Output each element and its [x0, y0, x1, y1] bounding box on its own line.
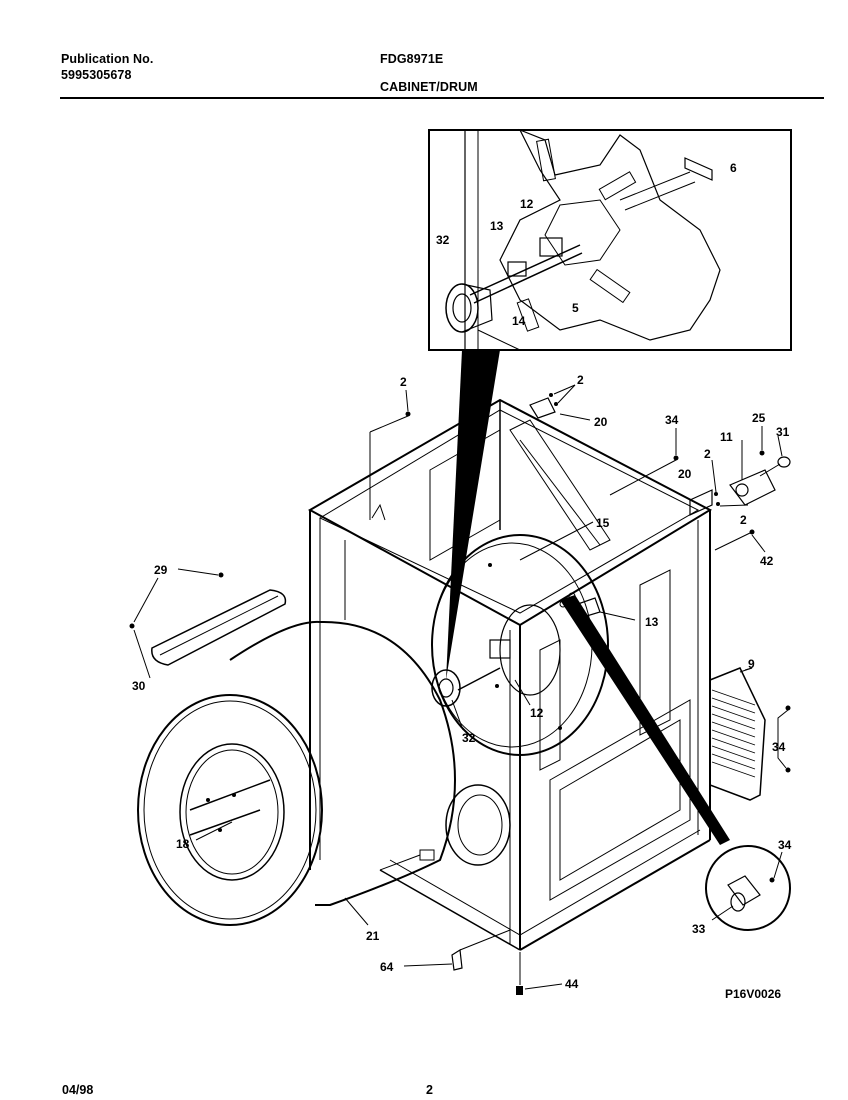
callout: 34	[772, 740, 786, 754]
trim-strip	[129, 568, 287, 679]
callout: 6	[730, 161, 737, 175]
callout: 29	[154, 563, 168, 577]
callout: 13	[490, 219, 504, 233]
callout: 5	[572, 301, 579, 315]
callout: 2	[400, 375, 407, 389]
callout: 34	[665, 413, 679, 427]
callout: 2	[577, 373, 584, 387]
rear-bulkhead	[431, 534, 609, 756]
callout: 15	[596, 516, 610, 530]
callout: 11	[720, 430, 733, 444]
callout: 12	[520, 197, 534, 211]
footer-date: 04/98	[62, 1083, 94, 1097]
callout: 9	[748, 657, 755, 671]
drum-pulley	[431, 667, 501, 707]
rear-grille	[709, 667, 791, 801]
callout: 13	[645, 615, 659, 629]
callout: 25	[752, 411, 766, 425]
callout: 12	[530, 706, 544, 720]
callout: 42	[760, 554, 774, 568]
callout: 14	[512, 314, 526, 328]
publication-label: Publication No.	[61, 52, 154, 66]
callout: 32	[462, 731, 476, 745]
callout: 32	[436, 233, 450, 247]
callout: 20	[594, 415, 608, 429]
callout: 34	[778, 838, 792, 852]
header-rule	[60, 97, 824, 99]
footer-page-number: 2	[426, 1083, 433, 1097]
model-number: FDG8971E	[380, 52, 444, 66]
callout-labels: 6 12 13 32 5 14 2 2 20 34 25 31 11 20 2 …	[132, 161, 792, 1001]
callout: 31	[776, 425, 790, 439]
callout: 2	[740, 513, 747, 527]
callout: 18	[176, 837, 190, 851]
detail-pointer	[446, 350, 500, 680]
cabinet-frame	[307, 398, 730, 951]
callout: 64	[380, 960, 394, 974]
section-title: CABINET/DRUM	[380, 80, 478, 94]
base-parts	[379, 849, 563, 995]
diagram-code: P16V0026	[725, 987, 781, 1001]
callout: 20	[678, 467, 692, 481]
inset-detail	[428, 128, 792, 351]
publication-number: 5995305678	[61, 68, 132, 82]
callout: 21	[366, 929, 380, 943]
callout: 2	[704, 447, 711, 461]
callout: 33	[692, 922, 706, 936]
callout: 30	[132, 679, 146, 693]
drum	[137, 620, 511, 926]
callout: 44	[565, 977, 579, 991]
idler-detail	[705, 845, 791, 931]
door-switch-assembly	[195, 384, 791, 841]
